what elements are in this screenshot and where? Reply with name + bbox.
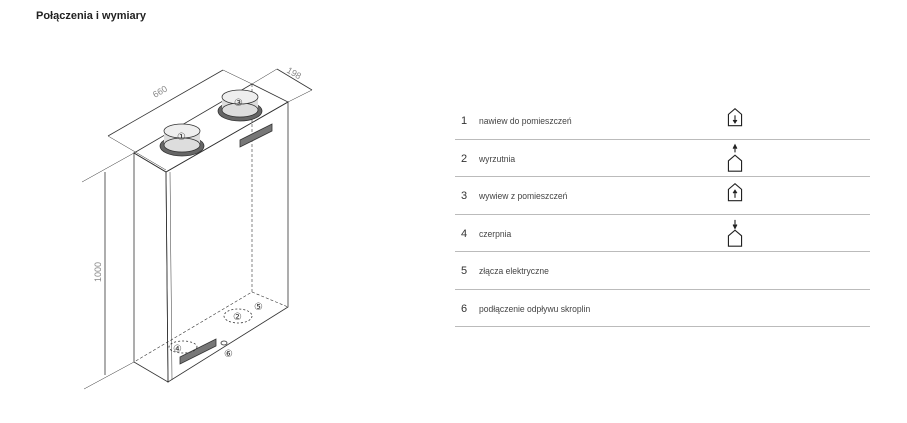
legend-label: złącza elektryczne xyxy=(479,266,549,277)
marker-5: ⑤ xyxy=(254,302,263,313)
legend-number: 4 xyxy=(461,227,468,240)
marker-1: ① xyxy=(177,132,186,143)
connections-legend: 1 nawiew do pomieszczeń 2 wyrzutnia 3 wywiew … xyxy=(455,102,870,327)
depth-dimension-line xyxy=(276,68,313,91)
marker-2: ② xyxy=(233,312,242,323)
legend-label: podłączenie odpływu skroplin xyxy=(479,303,591,315)
mounting-bracket-bottom xyxy=(179,338,217,365)
depth-label: 198 xyxy=(285,65,303,81)
height-label: 1000 xyxy=(93,262,103,282)
outlet-2-dashed xyxy=(223,308,253,324)
house-arrow-down-inside-icon xyxy=(727,108,743,127)
spigot-3 xyxy=(217,89,263,122)
marker-6: ⑥ xyxy=(224,349,233,360)
legend-number: 5 xyxy=(461,265,468,277)
box-side-face xyxy=(133,152,169,383)
legend-number: 2 xyxy=(461,152,468,165)
legend-label: wywiew z pomieszczeń xyxy=(479,191,568,202)
legend-row: 5 złącza elektryczne xyxy=(455,252,870,290)
legend-label: wyrzutnia xyxy=(479,153,516,165)
box-front-face xyxy=(165,101,289,383)
width-dimension-line xyxy=(107,69,224,137)
house-arrow-down-above-icon xyxy=(727,219,743,247)
marker-3: ③ xyxy=(234,98,243,109)
marker-4: ④ xyxy=(173,344,182,355)
legend-label: czerpnia xyxy=(479,228,512,240)
width-label: 660 xyxy=(151,84,169,100)
house-arrow-up-inside-icon xyxy=(727,183,743,202)
legend-number: 3 xyxy=(461,190,468,202)
spigot-1 xyxy=(159,123,205,157)
legend-row: 3 wywiew z pomieszczeń xyxy=(455,177,870,215)
legend-row: 4 czerpnia xyxy=(455,215,870,252)
legend-row: 2 wyrzutnia xyxy=(455,140,870,177)
legend-number: 1 xyxy=(461,115,468,127)
section-title: Połączenia i wymiary xyxy=(36,10,147,22)
legend-row: 1 nawiew do pomieszczeń xyxy=(455,102,870,140)
house-arrow-up-above-icon xyxy=(727,143,743,172)
mounting-bracket-top xyxy=(239,123,273,148)
legend-number: 6 xyxy=(461,302,468,315)
legend-row: 6 podłączenie odpływu skroplin xyxy=(455,290,870,327)
legend-label: nawiew do pomieszczeń xyxy=(479,116,572,127)
